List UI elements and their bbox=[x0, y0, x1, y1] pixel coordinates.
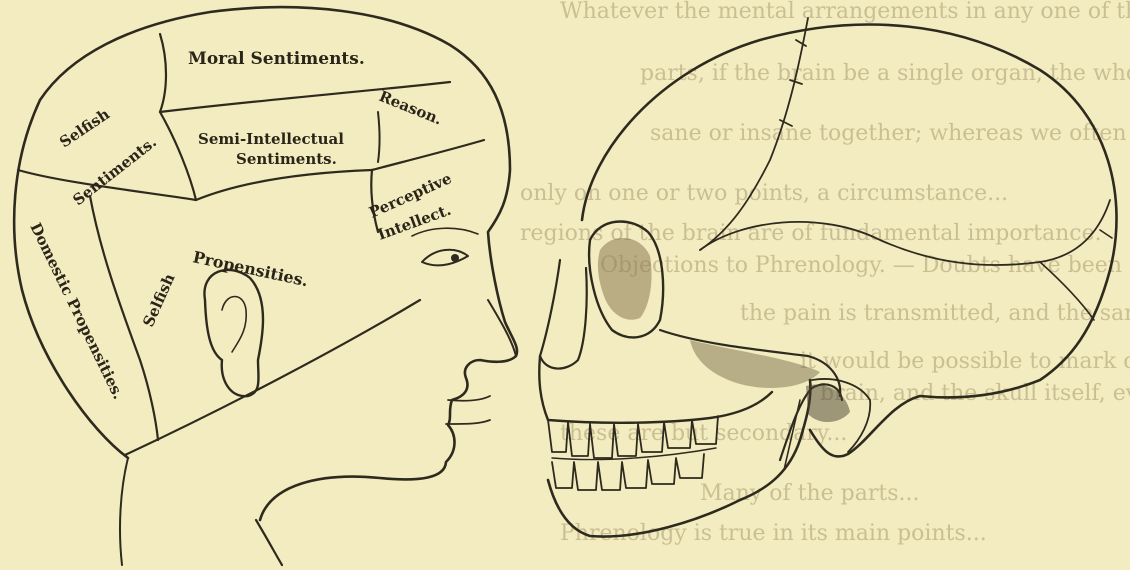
eyebrow bbox=[412, 228, 478, 236]
label-selfish-propensities-1: Selfish bbox=[139, 271, 178, 330]
label-reason: Reason. bbox=[377, 87, 445, 129]
background-line: sane or insane together; whereas we ofte… bbox=[650, 121, 1130, 146]
mouth-line bbox=[446, 420, 490, 424]
nasal-cavity bbox=[540, 260, 587, 369]
background-line: the pain is transmitted, and the same re… bbox=[740, 301, 1130, 326]
eye bbox=[422, 250, 468, 266]
background-line: Objections to Phrenology. — Doubts have … bbox=[600, 253, 1130, 278]
ear bbox=[204, 270, 263, 396]
label-semi-intellectual-sentiments: Sentiments. bbox=[236, 150, 337, 168]
background-line: it would be possible to mark out the lin… bbox=[800, 349, 1130, 374]
divider-moral-top bbox=[160, 34, 166, 112]
background-line: brain, and the skull itself, even to an … bbox=[820, 381, 1130, 406]
divider-reason bbox=[372, 140, 484, 170]
label-moral-sentiments: Moral Sentiments. bbox=[188, 49, 365, 69]
neck-back-line bbox=[120, 458, 128, 565]
label-selfish-propensities-2: Propensities. bbox=[191, 247, 310, 290]
label-selfish: Selfish bbox=[56, 105, 113, 151]
pupil bbox=[451, 254, 459, 262]
divider-propensities-base bbox=[125, 300, 420, 455]
tooth-gap-line bbox=[552, 448, 716, 460]
background-line: Phrenology is true in its main points... bbox=[560, 521, 987, 546]
label-sentiments: Sentiments. bbox=[69, 133, 160, 209]
ear-inner bbox=[222, 297, 246, 353]
label-domestic-propensities: Domestic Propensities. bbox=[26, 220, 127, 402]
background-line: Whatever the mental arrangements in any … bbox=[560, 0, 1130, 24]
orbit-shadow bbox=[598, 238, 652, 320]
label-semi-intellectual: Semi-Intellectual bbox=[198, 130, 344, 148]
divider-semi bbox=[160, 112, 196, 200]
phrenology-head: Moral Sentiments. Selfish Sentiments. Se… bbox=[14, 7, 517, 565]
mandible bbox=[548, 380, 810, 537]
divider-reason-tick bbox=[378, 112, 380, 162]
neck-line bbox=[256, 520, 282, 565]
background-line: only on one or two points, a circumstanc… bbox=[520, 181, 1008, 206]
